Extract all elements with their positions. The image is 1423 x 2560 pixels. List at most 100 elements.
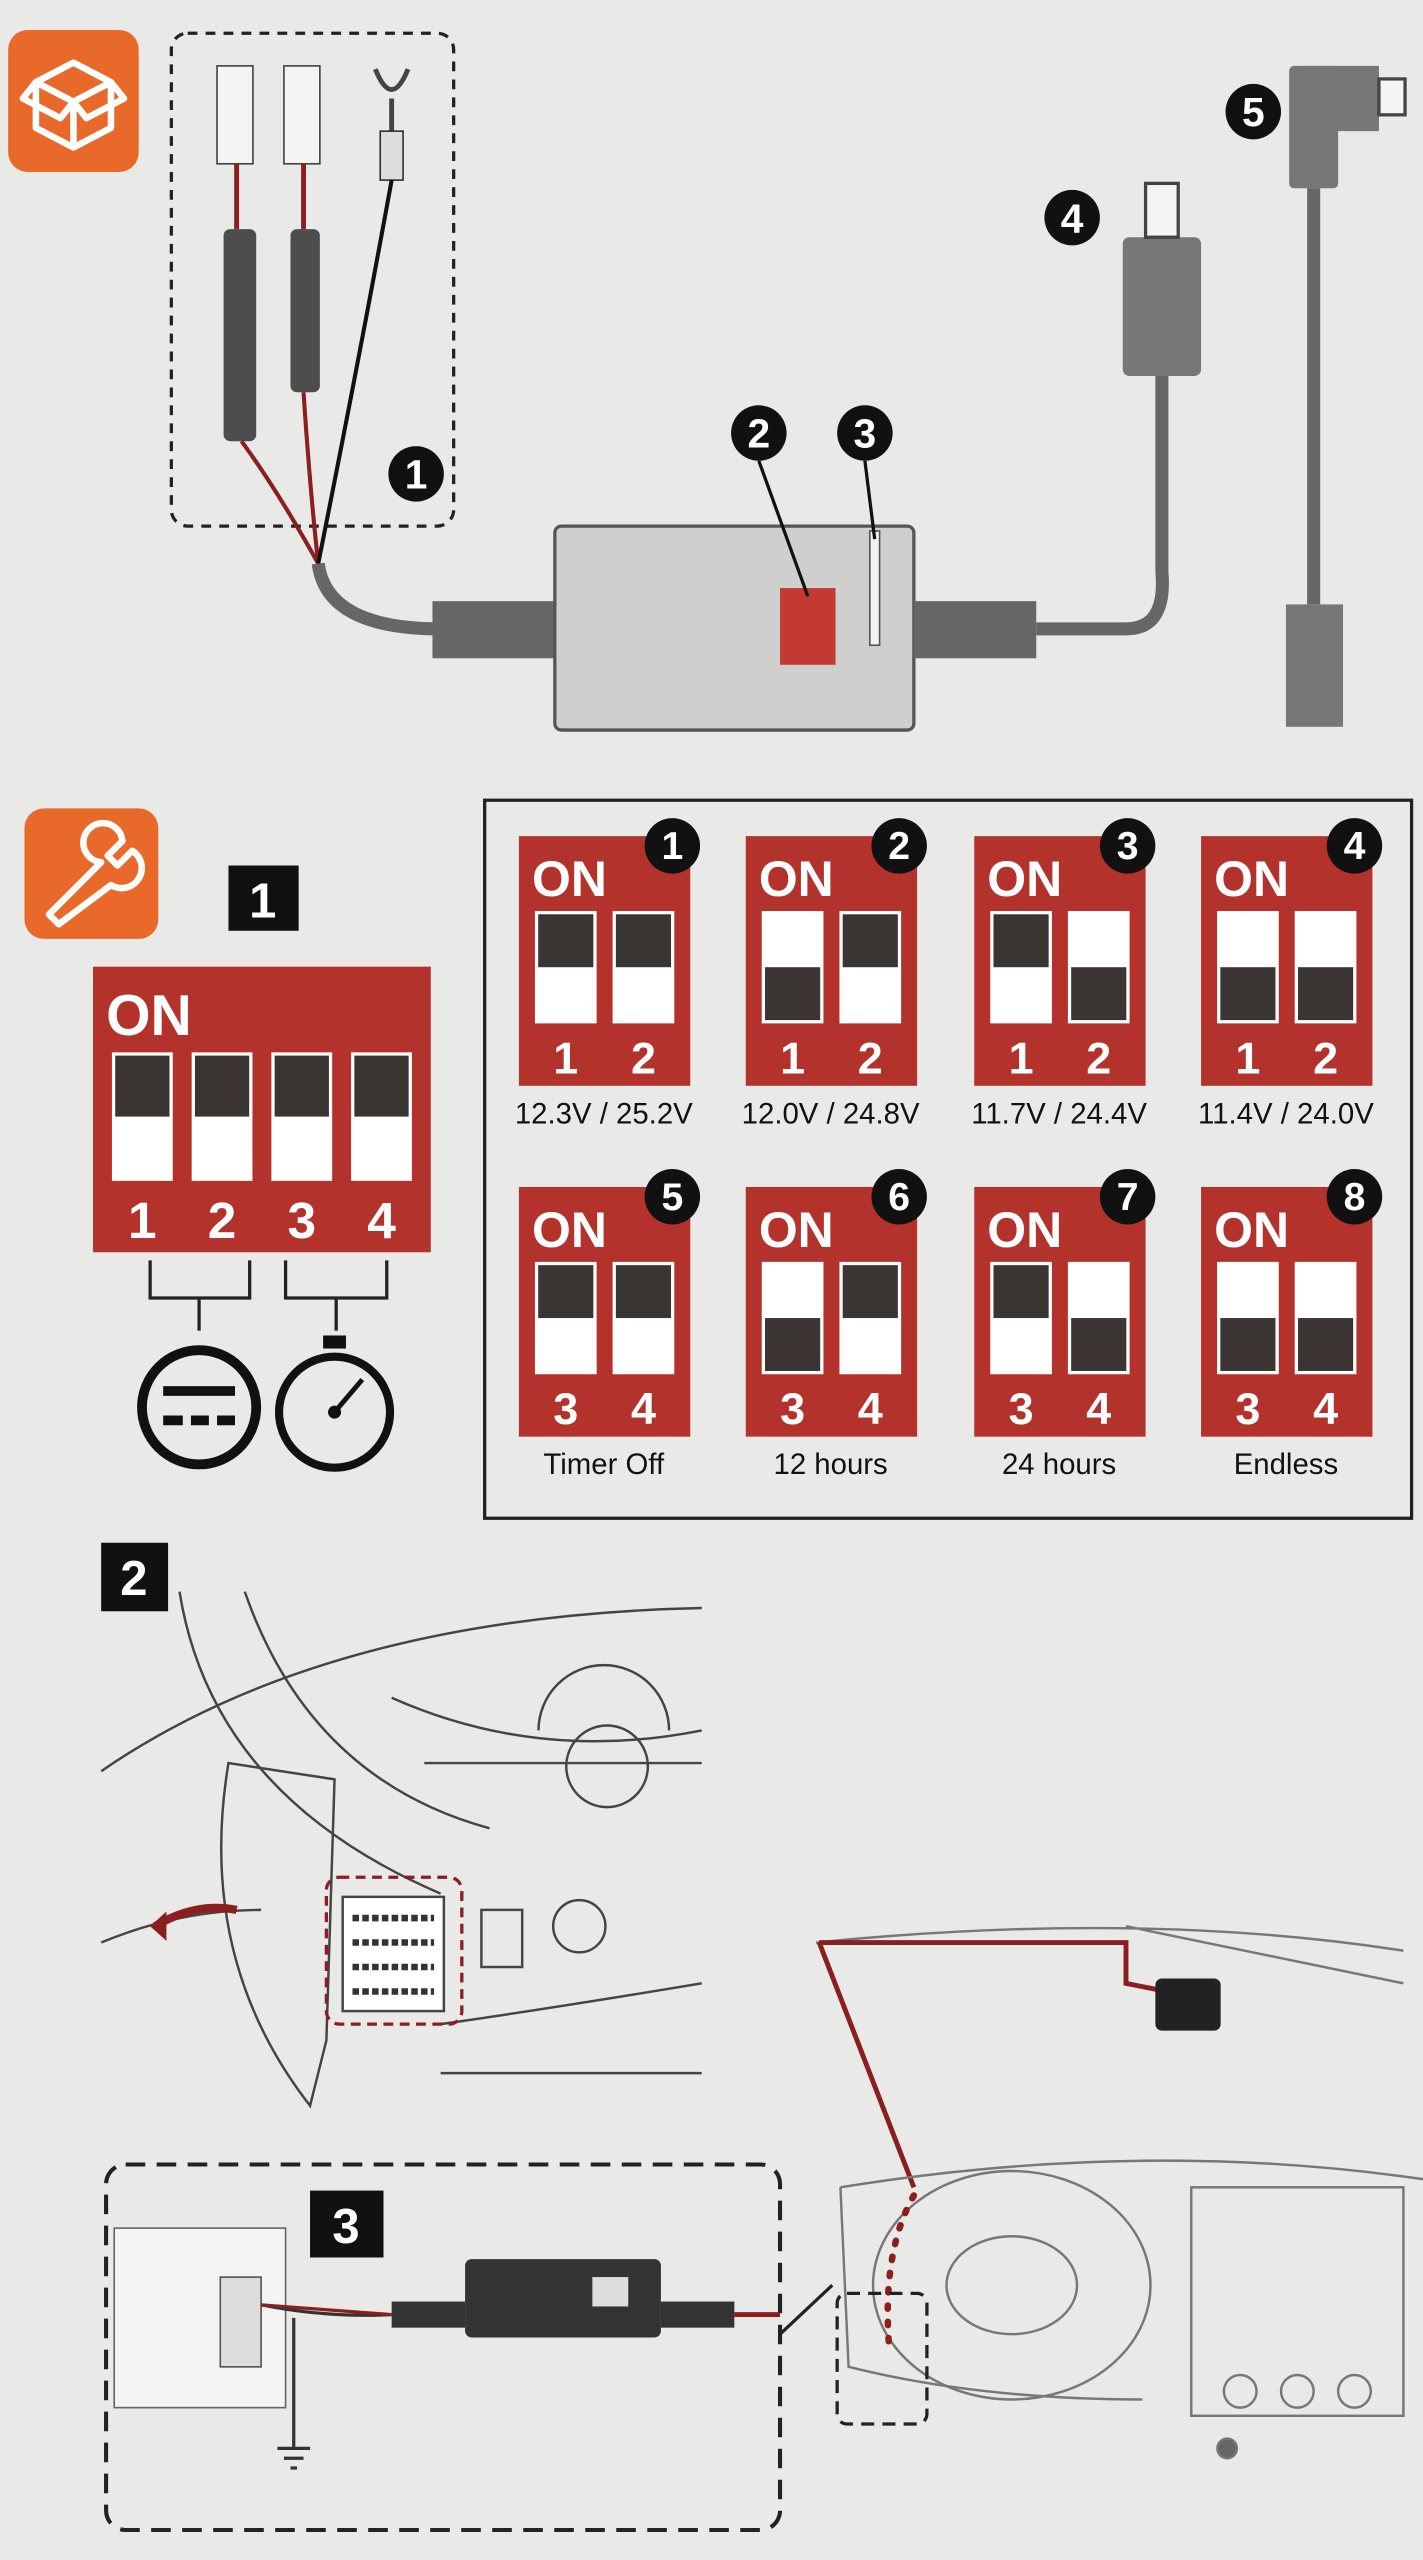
switch-number: 2: [1086, 1032, 1111, 1083]
switch-2-on[interactable]: [191, 1052, 253, 1181]
switch-number: 4: [1086, 1383, 1111, 1434]
switch-3-on[interactable]: [271, 1052, 333, 1181]
on-label: ON: [759, 1202, 834, 1258]
config-6: ON 3 4 6 12 hours: [745, 1169, 927, 1481]
on-label: ON: [987, 851, 1062, 907]
callout-number: 2: [747, 411, 770, 457]
switch-1-off[interactable]: [761, 911, 824, 1024]
step-2-label: 2: [120, 1552, 147, 1606]
switch-number: 3: [1235, 1383, 1260, 1434]
switch-number: 4: [858, 1383, 883, 1434]
switch-4-on[interactable]: [351, 1052, 412, 1181]
switch-2-on[interactable]: [839, 1261, 902, 1375]
switch-1-off[interactable]: [761, 1261, 824, 1375]
dashboard-illustration: [815, 1925, 1423, 2460]
switch-number: 1: [1009, 1032, 1034, 1083]
switch-2-on[interactable]: [612, 911, 675, 1024]
dip-switch-panel: ON 3 4: [745, 1186, 918, 1437]
switch-1-off[interactable]: [1217, 911, 1279, 1024]
on-label: ON: [532, 851, 607, 907]
switch-2-off[interactable]: [1294, 911, 1357, 1024]
switch-number: 1: [128, 1191, 157, 1249]
switch-number: 3: [780, 1383, 805, 1434]
switch-2-off[interactable]: [1294, 1261, 1357, 1375]
on-label: ON: [759, 851, 834, 907]
callout-number: 4: [1061, 195, 1084, 241]
config-number: 3: [1117, 825, 1139, 868]
dip-switch-panel: ON 1 2: [974, 836, 1146, 1086]
config-caption: 12.3V / 25.2V: [515, 1097, 693, 1130]
switch-number: 4: [631, 1383, 656, 1434]
fuse-box-illustration: [100, 1591, 702, 2109]
config-number: 6: [888, 1176, 910, 1219]
switch-2-off[interactable]: [1067, 911, 1130, 1024]
step-3-wiring: 3: [104, 2162, 834, 2533]
config-caption: 11.4V / 24.0V: [1198, 1097, 1374, 1130]
switch-number: 1: [553, 1032, 578, 1083]
config-caption: 11.7V / 24.4V: [971, 1097, 1147, 1130]
switch-number: 3: [287, 1191, 316, 1249]
callout-4: 4: [1044, 189, 1100, 246]
step-1-badge: 1: [228, 865, 299, 931]
switch-number: 2: [631, 1032, 656, 1083]
callout-3: 3: [837, 405, 893, 461]
dip-switch-panel: ON 1 2: [518, 836, 691, 1086]
switch-number: 2: [1313, 1032, 1338, 1083]
config-number: 5: [661, 1176, 683, 1219]
switch-1-on[interactable]: [534, 911, 597, 1024]
on-label: ON: [532, 1202, 607, 1258]
config-number: 4: [1344, 825, 1366, 868]
on-label: ON: [1214, 1202, 1289, 1258]
switch-1-on[interactable]: [534, 1261, 597, 1375]
callout-2: 2: [731, 405, 787, 461]
config-3: ON 1 2 3 11.7V / 24.4V: [971, 818, 1156, 1130]
step-1-label: 1: [249, 875, 276, 929]
config-1: ON 1 21 12.3V / 25.2V: [515, 818, 701, 1130]
config-number: 8: [1344, 1176, 1366, 1219]
dip-switch-panel: ON 3 4: [1201, 1186, 1373, 1437]
switch-number: 1: [780, 1032, 805, 1083]
stopwatch-icon: [274, 1335, 395, 1472]
config-number: 7: [1117, 1176, 1139, 1219]
switch-1-on[interactable]: [111, 1052, 173, 1181]
switch-settings-table: [483, 798, 1414, 1520]
config-caption: 24 hours: [1002, 1448, 1116, 1481]
switch-number: 1: [1235, 1032, 1260, 1083]
switch-1-on[interactable]: [990, 911, 1052, 1024]
switch-2-on[interactable]: [612, 1261, 675, 1375]
switch-2-off[interactable]: [1067, 1261, 1130, 1375]
config-number: 2: [888, 825, 910, 868]
box-icon: [8, 29, 139, 172]
switch-number: 2: [858, 1032, 883, 1083]
switch-2-on[interactable]: [839, 911, 902, 1024]
step-3-label: 3: [332, 2200, 359, 2254]
mini-usb-plug: [1122, 181, 1202, 376]
on-label: ON: [987, 1202, 1062, 1258]
dc-voltage-icon: [137, 1345, 262, 1470]
dip-switch-panel: ON 1 2: [745, 836, 918, 1086]
dip-switch-panel: ON 3 4: [518, 1186, 691, 1437]
on-label: ON: [106, 984, 192, 1048]
switch-1-off[interactable]: [1217, 1261, 1279, 1375]
part-callouts: 1 2 3 4 5: [388, 83, 1282, 597]
config-caption: Endless: [1234, 1448, 1338, 1481]
fuse-kit: [169, 31, 555, 659]
callout-1: 1: [388, 446, 444, 502]
switch-group-brackets: [148, 1260, 389, 1331]
wrench-icon: [24, 808, 159, 939]
callout-number: 3: [854, 411, 877, 457]
callout-number: 5: [1242, 89, 1265, 135]
switch-1-on[interactable]: [990, 1261, 1052, 1375]
switch-number: 3: [553, 1383, 578, 1434]
switch-number: 4: [1313, 1383, 1338, 1434]
config-caption: 12 hours: [773, 1448, 887, 1481]
callout-5: 5: [1225, 83, 1282, 140]
switch-number: 4: [367, 1191, 396, 1249]
